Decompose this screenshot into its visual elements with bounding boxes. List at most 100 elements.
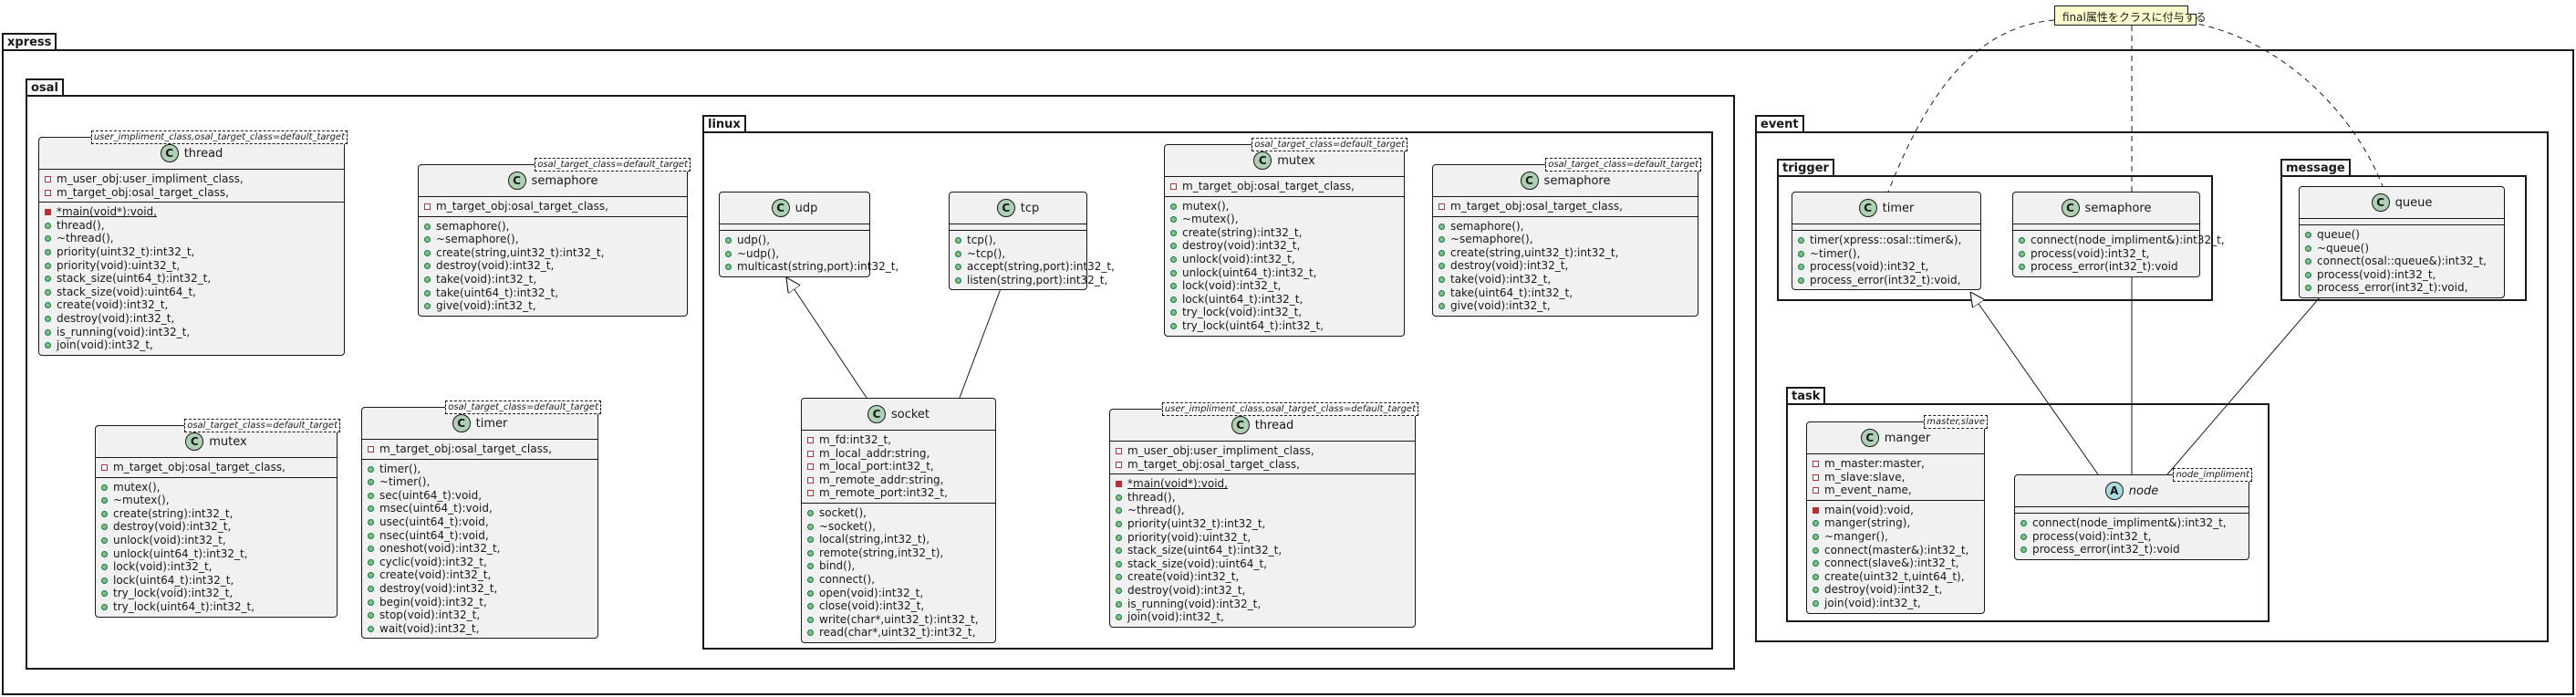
public-icon [45, 288, 51, 296]
method-item: take(void):int32_t, [424, 273, 681, 286]
method-text: take(uint64_t):int32_t, [1450, 286, 1574, 299]
private-method-icon [1813, 506, 1819, 514]
method-item: usec(uint64_t):void, [368, 515, 592, 529]
template-parameters: user_impliment_class,osal_target_class=d… [90, 130, 348, 144]
abstract-class-icon: A [2104, 482, 2124, 500]
method-text: priority(uint32_t):int32_t, [1127, 516, 1266, 530]
method-item: ~udp(), [725, 247, 864, 261]
public-icon [368, 598, 374, 606]
public-icon [2020, 546, 2027, 554]
field-text: m_fd:int32_t, [819, 433, 892, 446]
fields-section [2300, 218, 2504, 224]
package-linux [702, 131, 1713, 650]
method-item: local(string,int32_t), [807, 533, 990, 546]
public-icon [2305, 232, 2311, 238]
private-icon [807, 450, 814, 457]
field-item: m_remote_port:int32_t, [807, 486, 990, 500]
public-icon [807, 576, 814, 583]
package-event [1755, 131, 2549, 642]
method-text: ~udp(), [737, 246, 780, 260]
socket-extends-udp [786, 277, 867, 399]
method-item: lock(void):int32_t, [1170, 279, 1398, 293]
method-text: udp(), [737, 234, 771, 246]
method-text: try_lock(uint64_t):int32_t, [1182, 318, 1324, 332]
public-icon [424, 223, 431, 230]
private-icon [807, 476, 814, 484]
private-icon [1116, 448, 1122, 454]
public-icon [1116, 587, 1122, 594]
method-item: stop(void):int32_t, [368, 609, 592, 622]
class-icon: C [1253, 151, 1272, 170]
public-icon [1116, 494, 1122, 501]
package-trigger [1777, 175, 2213, 301]
public-icon [368, 585, 374, 592]
public-icon [45, 262, 51, 269]
method-item: create(string,uint32_t):int32_t, [1439, 246, 1692, 260]
public-icon [101, 590, 108, 598]
fields-section: m_user_obj:user_impliment_class,m_target… [39, 169, 344, 202]
method-text: read(char*,uint32_t):int32_t, [819, 626, 976, 640]
method-item: destroy(void):int32_t, [368, 582, 592, 596]
public-icon [368, 625, 374, 632]
public-icon [424, 303, 431, 310]
template-parameters: osal_target_class=default_target [1252, 138, 1407, 151]
method-text: stack_size(uint64_t):int32_t, [57, 272, 212, 286]
public-icon [45, 248, 51, 255]
method-item: mutex(), [101, 481, 331, 494]
method-text: process_error(int32_t):void, [1810, 273, 1961, 286]
method-item: destroy(void):int32_t, [101, 520, 331, 534]
method-text: wait(void):int32_t, [379, 621, 480, 635]
package-event-tab: event [1755, 115, 1804, 133]
method-text: create(void):int32_t, [1127, 570, 1240, 584]
method-text: oneshot(void):int32_t, [379, 542, 501, 556]
method-item: destroy(void):int32_t, [1439, 259, 1692, 273]
method-item: msec(uint64_t):void, [368, 502, 592, 515]
method-text: unlock(void):int32_t, [113, 533, 226, 546]
method-text: ~semaphore(), [1450, 233, 1533, 246]
private-icon [368, 446, 374, 453]
method-item: unlock(void):int32_t, [101, 534, 331, 547]
fields-section [2013, 224, 2199, 230]
field-text: m_remote_addr:string, [819, 473, 944, 486]
method-item: sec(uint64_t):void, [368, 489, 592, 503]
public-icon [368, 572, 374, 579]
method-item: create(string):int32_t, [1170, 226, 1398, 240]
class-name: node [2128, 484, 2159, 498]
method-item: stack_size(void):uint64_t, [45, 286, 338, 299]
public-icon [368, 518, 374, 525]
template-parameters: osal_target_class=default_target [535, 158, 691, 172]
field-item: m_target_obj:osal_target_class, [101, 461, 331, 474]
node-extends-timer [1970, 292, 2099, 475]
public-icon [1439, 249, 1445, 256]
method-text: semaphore(), [436, 219, 510, 233]
package-osal-tab: osal [26, 78, 64, 97]
method-item: is_running(void):int32_t, [45, 326, 338, 339]
class-icon: C [2061, 199, 2080, 217]
public-icon [368, 505, 374, 513]
method-item: connect(node_impliment&):int32_t, [2019, 234, 2225, 247]
method-text: try_lock(void):int32_t, [113, 587, 234, 600]
method-item: timer(xpress::osal::timer&), [1798, 234, 1975, 247]
method-text: create(string):int32_t, [1182, 225, 1303, 239]
method-text: destroy(void):int32_t, [1127, 583, 1246, 597]
method-item: ~thread(), [1116, 504, 1409, 517]
method-text: connect(slave&):int32_t, [1824, 557, 1959, 570]
